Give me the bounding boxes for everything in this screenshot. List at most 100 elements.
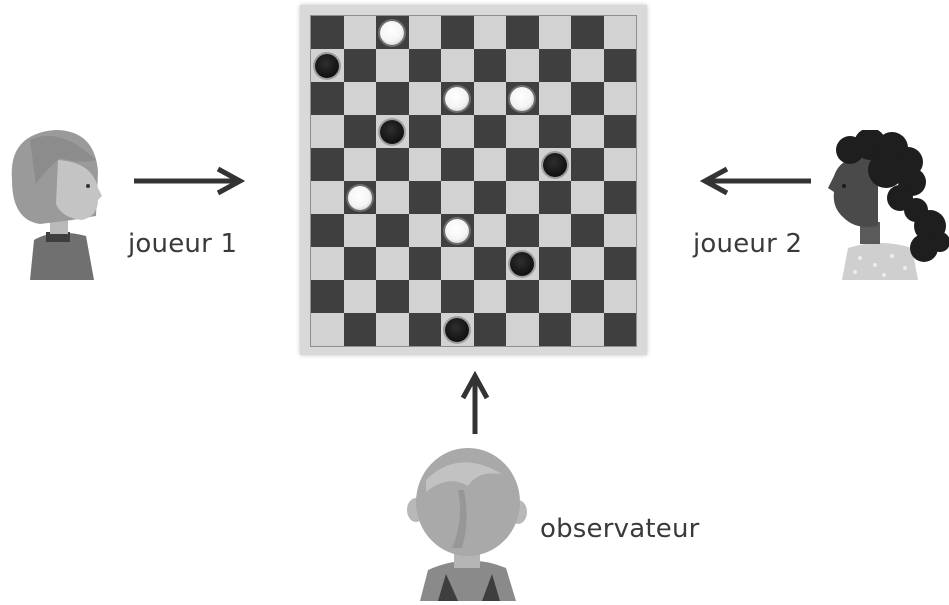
player-1-illustration bbox=[11, 130, 102, 280]
board-square bbox=[408, 115, 441, 148]
board-square bbox=[571, 313, 604, 346]
board-square bbox=[441, 16, 474, 49]
arrow-up-icon bbox=[460, 370, 490, 434]
board-square bbox=[571, 181, 604, 214]
board-square bbox=[473, 148, 506, 181]
board-square bbox=[538, 181, 571, 214]
board-square bbox=[343, 280, 376, 313]
observer-illustration bbox=[407, 448, 527, 601]
board-square bbox=[538, 214, 571, 247]
board-square bbox=[311, 214, 344, 247]
board-square bbox=[538, 82, 571, 115]
board-square bbox=[603, 214, 636, 247]
board-square bbox=[441, 49, 474, 82]
board-square bbox=[376, 82, 409, 115]
board-square bbox=[571, 49, 604, 82]
board-square bbox=[571, 148, 604, 181]
black-checker-piece bbox=[445, 317, 470, 342]
board-square bbox=[311, 16, 344, 49]
board-square bbox=[473, 115, 506, 148]
board-square bbox=[441, 280, 474, 313]
board-grid bbox=[310, 15, 637, 347]
board-square bbox=[408, 181, 441, 214]
board-square bbox=[311, 313, 344, 346]
board-square bbox=[603, 280, 636, 313]
arrow-right-icon bbox=[134, 166, 246, 196]
board-square bbox=[473, 313, 506, 346]
player-2-illustration bbox=[828, 128, 949, 280]
board-square bbox=[473, 16, 506, 49]
board-square bbox=[538, 247, 571, 280]
board-square bbox=[441, 181, 474, 214]
board-square bbox=[408, 148, 441, 181]
board-square bbox=[408, 313, 441, 346]
board-square bbox=[311, 148, 344, 181]
board-square bbox=[343, 313, 376, 346]
board-square bbox=[311, 82, 344, 115]
board-square bbox=[506, 181, 539, 214]
board-square bbox=[376, 181, 409, 214]
board-square bbox=[441, 247, 474, 280]
black-checker-piece bbox=[315, 53, 340, 78]
board-square bbox=[538, 49, 571, 82]
board-square bbox=[473, 49, 506, 82]
board-square bbox=[408, 247, 441, 280]
board-square bbox=[376, 247, 409, 280]
player-2-figure bbox=[820, 128, 949, 280]
board-square bbox=[603, 49, 636, 82]
board-square bbox=[408, 214, 441, 247]
board-square bbox=[506, 313, 539, 346]
black-checker-piece bbox=[380, 119, 405, 144]
board-square bbox=[506, 148, 539, 181]
board-square bbox=[311, 280, 344, 313]
player-2-label: joueur 2 bbox=[693, 229, 803, 259]
board-square bbox=[441, 115, 474, 148]
board-square bbox=[538, 115, 571, 148]
board-square bbox=[343, 16, 376, 49]
white-checker-piece bbox=[445, 86, 470, 111]
player-1-figure bbox=[0, 120, 115, 280]
board-square bbox=[506, 49, 539, 82]
black-checker-piece bbox=[510, 251, 535, 276]
board-square bbox=[506, 115, 539, 148]
board-square bbox=[603, 247, 636, 280]
board-square bbox=[538, 280, 571, 313]
board-square bbox=[376, 280, 409, 313]
white-checker-piece bbox=[380, 20, 405, 45]
board-square bbox=[408, 280, 441, 313]
board-square bbox=[571, 214, 604, 247]
observer-label: observateur bbox=[540, 514, 700, 544]
checkerboard bbox=[300, 5, 647, 355]
board-square bbox=[603, 181, 636, 214]
board-square bbox=[343, 148, 376, 181]
board-square bbox=[473, 214, 506, 247]
board-square bbox=[538, 16, 571, 49]
board-square bbox=[506, 280, 539, 313]
board-square bbox=[571, 16, 604, 49]
board-square bbox=[376, 214, 409, 247]
board-square bbox=[603, 313, 636, 346]
board-square bbox=[538, 313, 571, 346]
board-square bbox=[571, 82, 604, 115]
board-square bbox=[441, 148, 474, 181]
board-square bbox=[571, 280, 604, 313]
board-square bbox=[506, 16, 539, 49]
board-square bbox=[603, 148, 636, 181]
board-square bbox=[311, 247, 344, 280]
board-square bbox=[473, 247, 506, 280]
board-square bbox=[603, 16, 636, 49]
board-square bbox=[473, 82, 506, 115]
arrow-left-icon bbox=[699, 166, 811, 196]
observer-figure bbox=[398, 440, 538, 601]
player-1-label: joueur 1 bbox=[128, 229, 238, 259]
board-square bbox=[376, 313, 409, 346]
black-checker-piece bbox=[542, 152, 567, 177]
board-square bbox=[571, 247, 604, 280]
board-square bbox=[343, 247, 376, 280]
white-checker-piece bbox=[510, 86, 535, 111]
board-square bbox=[408, 49, 441, 82]
board-square bbox=[603, 115, 636, 148]
board-square bbox=[408, 82, 441, 115]
board-square bbox=[473, 181, 506, 214]
board-square bbox=[376, 49, 409, 82]
